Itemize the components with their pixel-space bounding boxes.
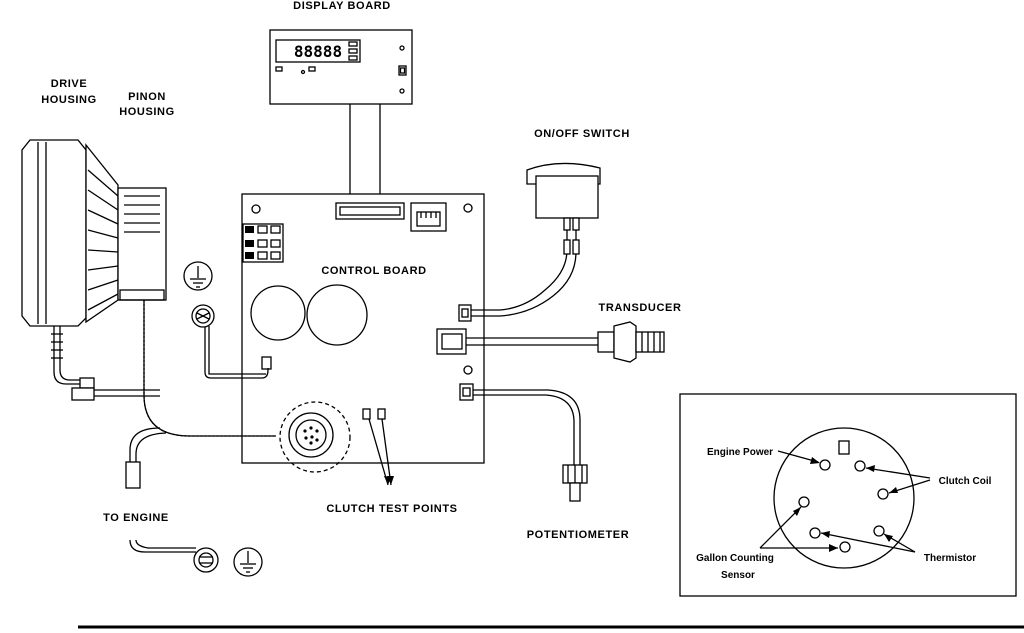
- on-off-switch-label: ON/OFF SWITCH: [534, 128, 630, 140]
- capacitor-left: [250, 285, 306, 341]
- thermistor-label: Thermistor: [924, 553, 976, 564]
- control-board-label: CONTROL BOARD: [321, 265, 426, 277]
- capacitor-right: [306, 284, 368, 346]
- display-digits: 88888: [294, 42, 342, 61]
- ground-wire: [204, 326, 269, 379]
- connector-detail-inset: Engine Power Clutch Coil Gallon Counting…: [679, 393, 1017, 597]
- corrugated-conduit: [143, 300, 276, 437]
- phone-jack: [410, 202, 447, 232]
- transducer-label: TRANSDUCER: [599, 302, 682, 314]
- pinon-housing-label-1: PINON: [128, 91, 166, 103]
- pinon-housing-label-2: HOUSING: [119, 106, 175, 118]
- transducer: TRANSDUCER: [466, 302, 682, 363]
- engine-power-label: Engine Power: [707, 447, 773, 458]
- ground-icon-bottom: [233, 547, 263, 577]
- drive-housing-label-2: HOUSING: [41, 94, 97, 106]
- ground-lug-bottom: [129, 539, 219, 573]
- to-engine-wire: TO ENGINE: [103, 427, 169, 524]
- clutch-coil-label: Clutch Coil: [939, 476, 992, 487]
- clutch-test-points: CLUTCH TEST POINTS: [326, 418, 457, 515]
- ribbon-connector: [335, 202, 405, 220]
- ground-connector: [261, 356, 272, 370]
- display-board-label: DISPLAY BOARD: [293, 0, 391, 12]
- drive-cable: [51, 326, 160, 401]
- relay-block: [242, 223, 284, 263]
- drive-housing-label-1: DRIVE: [51, 78, 88, 90]
- potentiometer: POTENTIOMETER: [473, 389, 630, 541]
- display-board: DISPLAY BOARD 88888: [269, 0, 413, 105]
- drive-housing: DRIVE HOUSING: [21, 78, 119, 327]
- ground-icon-top: [183, 261, 213, 291]
- clutch-test-point-2: [377, 408, 386, 420]
- gallon-counting-label-1: Gallon Counting: [696, 553, 774, 564]
- engine-round-connector: [279, 401, 351, 473]
- control-board: CONTROL BOARD: [241, 193, 485, 473]
- clutch-test-points-label: CLUTCH TEST POINTS: [326, 503, 457, 515]
- switch-connector: [458, 304, 472, 322]
- to-engine-label: TO ENGINE: [103, 512, 169, 524]
- display-window: [275, 39, 361, 63]
- pot-connector: [459, 383, 474, 401]
- pinon-housing: PINON HOUSING: [117, 91, 175, 301]
- ribbon-cable: [349, 104, 381, 196]
- display-board-body: [269, 29, 413, 105]
- clutch-test-point-1: [362, 408, 371, 420]
- ground-grommet-top: [191, 304, 215, 328]
- gallon-counting-label-2: Sensor: [721, 570, 755, 581]
- on-off-switch: ON/OFF SWITCH: [471, 128, 630, 317]
- potentiometer-label: POTENTIOMETER: [527, 529, 630, 541]
